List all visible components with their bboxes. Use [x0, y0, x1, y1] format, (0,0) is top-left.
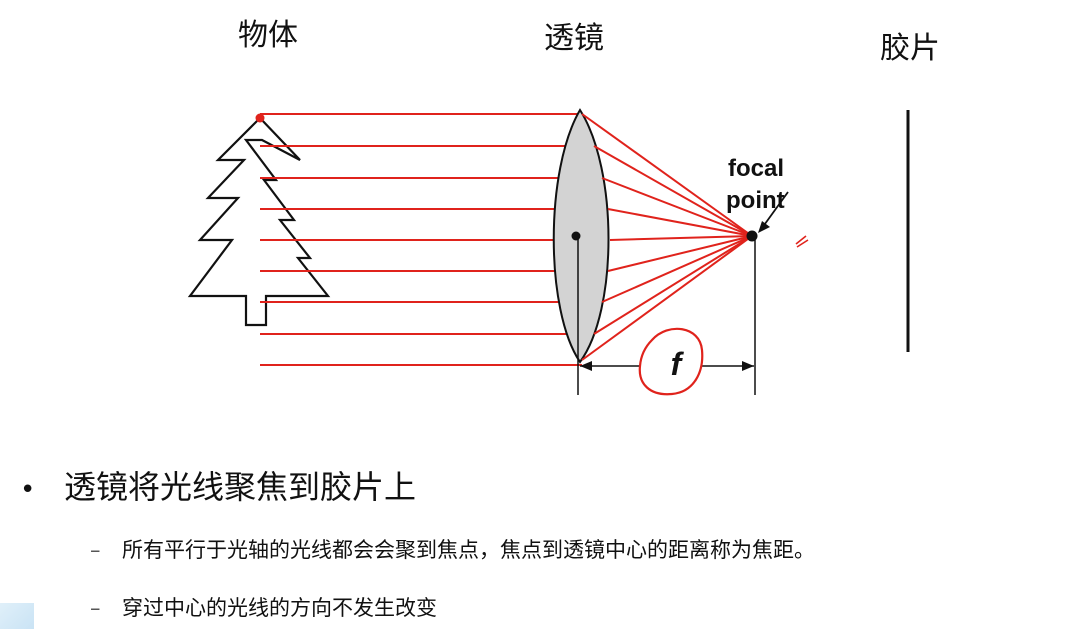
focal-length-label: f	[671, 346, 685, 382]
bullet-main-text: 透镜将光线聚焦到胶片上	[64, 468, 417, 506]
converging-ray	[601, 177, 753, 237]
focal-length-circle	[638, 327, 704, 396]
film-label: 胶片	[880, 31, 940, 66]
lens-diagram: 物体 透镜 胶片	[187, 18, 940, 396]
converging-ray	[581, 235, 753, 361]
focal-point-label-1: focal	[728, 155, 784, 182]
converging-ray	[581, 113, 753, 237]
convex-lens	[552, 108, 610, 364]
lens-label: 透镜	[544, 21, 604, 56]
focal-pointer-arrowhead	[758, 221, 770, 233]
converging-ray	[593, 235, 753, 335]
dimension-arrow-right	[742, 361, 754, 371]
converging-ray	[607, 208, 753, 237]
sub-bullet: –所有平行于光轴的光线都会会聚到焦点，焦点到透镜中心的距离称为焦距。	[90, 534, 815, 564]
dimension-arrow-left	[580, 361, 592, 371]
sub-bullet: –穿过中心的光线的方向不发生改变	[90, 592, 437, 622]
converging-ray	[609, 235, 753, 241]
bullet-main: • 透镜将光线聚焦到胶片上	[20, 462, 416, 508]
sub-bullet-marker: –	[90, 538, 101, 562]
focal-length-dimension: f	[580, 327, 754, 396]
corner-decoration	[0, 603, 34, 629]
converging-ray	[607, 235, 753, 272]
converging-ray	[601, 235, 753, 303]
tree-outline	[187, 117, 331, 327]
focal-pointer-arrow	[761, 191, 789, 229]
sub-bullet-marker: –	[90, 596, 101, 620]
tree-object	[187, 113, 331, 327]
focal-point-dot	[746, 230, 758, 242]
object-label: 物体	[238, 18, 298, 53]
lens-center-point	[571, 231, 581, 241]
annotation-mark	[795, 235, 809, 248]
incoming-rays	[260, 113, 582, 366]
converging-ray	[593, 145, 753, 237]
bullet-marker: •	[20, 475, 36, 505]
sub-bullet-text: 穿过中心的光线的方向不发生改变	[122, 596, 437, 620]
sub-bullet-text: 所有平行于光轴的光线都会会聚到焦点，焦点到透镜中心的距离称为焦距。	[122, 538, 815, 562]
tree-top-point	[255, 113, 265, 123]
converging-rays	[581, 113, 753, 361]
